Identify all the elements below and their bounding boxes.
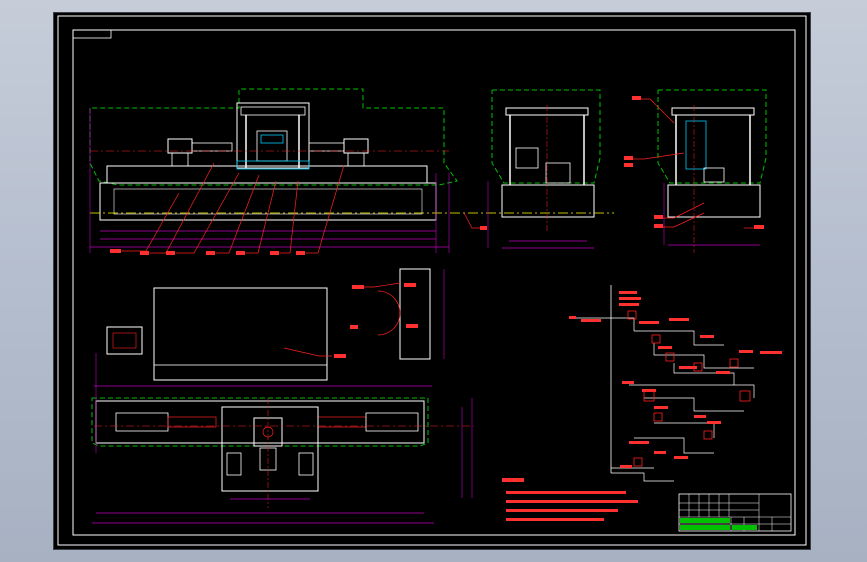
plan-safety-envelope (91, 397, 429, 447)
front-base-inner (113, 188, 423, 215)
front-slide-rail (236, 160, 310, 170)
plan-machine-plinth (153, 364, 328, 381)
plan-control-box (106, 326, 143, 355)
front-leader-tags (110, 249, 305, 255)
circuit-valves (627, 310, 751, 467)
plan-right-motor (365, 412, 419, 432)
section-base (667, 184, 761, 218)
section-safety-envelope (657, 89, 767, 184)
circuit-branches (574, 317, 755, 482)
side-fixture (515, 147, 539, 169)
side-base (501, 184, 595, 218)
hydraulic-circuit-diagram (569, 285, 782, 482)
front-left-cylinder (191, 142, 233, 152)
front-safety-envelope (89, 88, 458, 186)
section-actuator (685, 120, 707, 170)
title-block-frame (678, 493, 792, 532)
front-specimen-fixture (256, 130, 288, 162)
side-motor (545, 162, 571, 184)
technical-notes (502, 478, 638, 521)
section-view (624, 89, 767, 253)
title-block-grid (679, 494, 791, 531)
cad-drawing (57, 15, 807, 546)
front-crosshead (240, 106, 306, 116)
section-leader-tags (624, 96, 764, 229)
plan-left-motor (115, 412, 169, 432)
title-block (678, 493, 792, 532)
plan-door-swing (377, 290, 401, 336)
notes-text-marks (506, 491, 638, 521)
plan-body-leader (283, 347, 332, 357)
plan-door-frame (399, 268, 431, 360)
front-bed (106, 165, 428, 184)
plan-door-tag-4 (350, 325, 358, 329)
plan-right-cylinder (317, 416, 367, 428)
plan-left-cylinder (167, 416, 217, 428)
section-housing (703, 167, 725, 183)
plan-door-tag-2 (404, 283, 416, 287)
section-leader-lines (629, 98, 754, 229)
plan-right-support (298, 452, 314, 476)
plan-control-panel (112, 332, 137, 349)
section-top-plate (671, 107, 755, 116)
plan-view (91, 268, 474, 524)
side-safety-envelope (491, 89, 601, 184)
front-left-bracket (171, 152, 189, 167)
front-column-frame (236, 102, 310, 169)
sheet-inner-border (72, 29, 796, 536)
sheet-outer-border (57, 15, 807, 546)
plan-left-support (226, 452, 242, 476)
plan-machine-body (153, 287, 328, 381)
front-load-cell (260, 134, 284, 144)
front-right-cylinder (308, 142, 345, 152)
title-block-fill (680, 518, 757, 530)
circuit-component-tags (569, 291, 782, 468)
notes-heading-mark (502, 478, 524, 482)
front-leader-lines (122, 162, 345, 254)
drawing-number-box (72, 29, 112, 39)
ground-leader (463, 212, 482, 229)
ground-leader-tag (480, 226, 487, 230)
plan-central-table (221, 406, 319, 492)
side-view (487, 89, 601, 249)
plan-body-tag (334, 354, 346, 358)
front-right-bracket (347, 152, 365, 167)
front-base-frame (99, 182, 437, 221)
front-view (89, 88, 614, 255)
plan-door-tag (352, 285, 364, 289)
cad-viewport[interactable] (54, 13, 810, 549)
plan-door-tag-3 (406, 324, 418, 328)
